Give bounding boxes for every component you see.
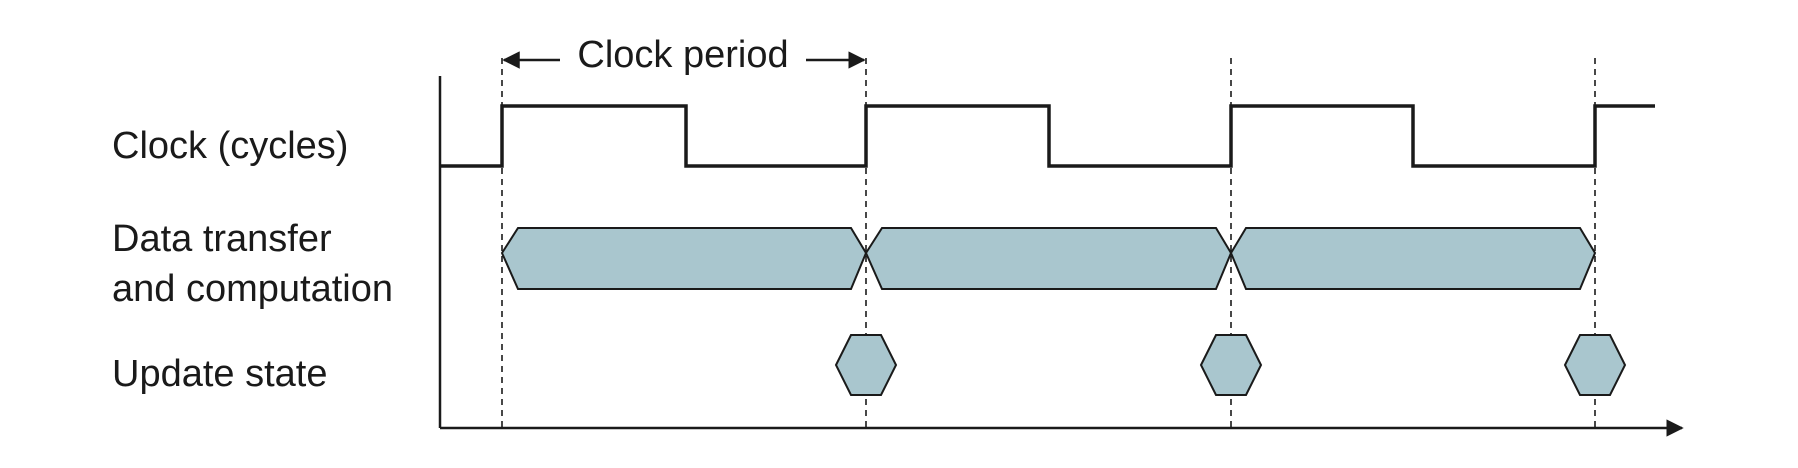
data-transfer-bar-2 [864, 227, 1233, 290]
update-state-marker-1 [834, 334, 898, 396]
update-state-marker-2 [1199, 334, 1263, 396]
clock-period-label: Clock period [577, 34, 788, 76]
data-row-label-line1: Data transfer [112, 218, 332, 260]
clock-row-label: Clock (cycles) [112, 125, 348, 167]
data-transfer-bar-3 [1229, 227, 1597, 290]
update-row-label: Update state [112, 353, 327, 395]
update-state-marker-3 [1563, 334, 1627, 396]
data-transfer-bar-1 [500, 227, 868, 290]
data-row-label-line2: and computation [112, 268, 393, 310]
clock-waveform [440, 104, 1655, 168]
